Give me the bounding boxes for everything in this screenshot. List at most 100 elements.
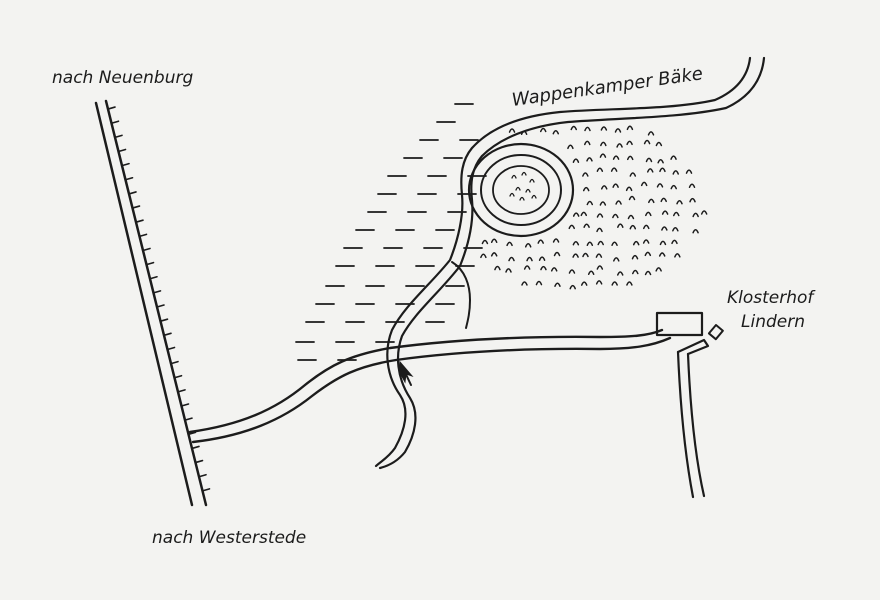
tree-symbol bbox=[490, 252, 498, 257]
tree-symbol bbox=[539, 127, 547, 133]
tree-symbol bbox=[670, 155, 677, 160]
tree-symbol bbox=[612, 213, 619, 219]
label-lindern: Lindern bbox=[741, 312, 805, 332]
tree-symbol bbox=[615, 200, 622, 205]
tree-u-symbols bbox=[480, 125, 708, 290]
tree-symbol bbox=[700, 210, 708, 215]
tree-symbol bbox=[506, 241, 513, 247]
railway-tick bbox=[110, 120, 120, 125]
tree-symbol bbox=[676, 199, 683, 205]
tree-symbol bbox=[554, 282, 561, 287]
tree-symbol bbox=[570, 125, 578, 131]
tree-symbol bbox=[628, 195, 636, 201]
tree-symbol bbox=[540, 265, 547, 271]
tree-symbol bbox=[643, 139, 651, 145]
tree-symbol bbox=[658, 252, 666, 257]
tree-symbol bbox=[537, 239, 544, 244]
tree-symbol bbox=[643, 224, 650, 230]
tree-symbol bbox=[599, 201, 607, 206]
railway-tick bbox=[128, 191, 137, 195]
ringwall bbox=[467, 142, 575, 238]
tree-symbol bbox=[613, 257, 620, 262]
tree-symbol bbox=[611, 281, 618, 286]
tree-symbol bbox=[572, 240, 580, 246]
tree-symbol bbox=[626, 125, 634, 131]
tree-symbol bbox=[599, 153, 607, 158]
railway-tick bbox=[191, 445, 200, 450]
tree-symbol bbox=[525, 188, 531, 193]
tree-symbol bbox=[582, 252, 589, 258]
main-road bbox=[188, 328, 672, 444]
railway-tick bbox=[107, 106, 116, 110]
tree-symbol bbox=[515, 186, 521, 191]
tree-symbol bbox=[523, 265, 531, 270]
tree-symbol bbox=[610, 167, 618, 172]
tree-symbol bbox=[629, 224, 637, 230]
tree-symbol bbox=[580, 281, 588, 286]
tree-symbol bbox=[572, 212, 580, 217]
tree-symbol bbox=[553, 251, 561, 257]
tree-symbol bbox=[508, 256, 515, 262]
tree-symbol bbox=[569, 284, 576, 290]
tree-symbol bbox=[535, 280, 543, 286]
railway-tick bbox=[201, 488, 211, 492]
tree-symbol bbox=[689, 197, 696, 203]
railway-tick bbox=[135, 219, 144, 223]
tree-symbol bbox=[626, 140, 633, 146]
tree-symbol bbox=[614, 128, 622, 133]
railway-tick bbox=[152, 290, 162, 294]
tree-symbol bbox=[600, 185, 608, 190]
tree-symbol bbox=[505, 268, 512, 273]
tree-symbol bbox=[586, 157, 593, 162]
tree-symbol bbox=[583, 223, 590, 228]
tree-symbol bbox=[655, 267, 662, 272]
tree-symbol bbox=[538, 256, 546, 261]
tree-symbol bbox=[508, 128, 516, 133]
tree-symbol bbox=[586, 241, 594, 246]
tree-symbol bbox=[552, 238, 560, 243]
tree-symbol bbox=[511, 174, 517, 179]
tree-symbol bbox=[587, 270, 595, 275]
railway-tick bbox=[131, 205, 141, 209]
tree-symbol bbox=[647, 131, 655, 136]
label-klosterhof: Klosterhof bbox=[727, 288, 814, 308]
tree-symbol bbox=[611, 241, 618, 247]
farm-road bbox=[676, 338, 710, 499]
railway-tick bbox=[114, 134, 123, 139]
tree-symbol bbox=[659, 167, 666, 173]
tree-symbol bbox=[550, 267, 558, 272]
railway-tick bbox=[159, 318, 169, 322]
tree-symbol bbox=[674, 253, 681, 258]
tree-symbol bbox=[600, 141, 607, 147]
railway-tick bbox=[166, 346, 176, 351]
railway-tick bbox=[187, 431, 197, 436]
railway-tick bbox=[145, 261, 155, 266]
tree-symbol bbox=[509, 192, 515, 197]
tree-symbol bbox=[572, 253, 579, 258]
tree-symbol bbox=[661, 210, 669, 215]
tree-symbol bbox=[661, 226, 668, 231]
tree-symbol bbox=[688, 183, 696, 189]
arrow-icon bbox=[398, 360, 414, 386]
tree-symbol bbox=[481, 239, 489, 245]
railway-tick bbox=[156, 304, 165, 308]
tree-symbol bbox=[616, 271, 624, 276]
tree-symbol bbox=[582, 172, 589, 177]
label-nach-neuenburg: nach Neuenburg bbox=[52, 68, 194, 88]
tree-symbol bbox=[617, 223, 624, 228]
tree-symbol bbox=[673, 211, 680, 217]
tree-symbol bbox=[648, 198, 655, 204]
tree-symbol bbox=[595, 253, 603, 258]
tree-symbol bbox=[580, 211, 588, 217]
tree-symbol bbox=[646, 168, 654, 173]
tree-symbol bbox=[531, 194, 537, 199]
tree-symbol bbox=[640, 181, 648, 187]
railway-tick bbox=[198, 473, 207, 478]
tree-symbol bbox=[552, 129, 560, 135]
tree-symbol bbox=[596, 167, 604, 172]
tree-symbol bbox=[586, 200, 594, 206]
tree-symbol bbox=[494, 265, 501, 271]
tree-symbol bbox=[568, 269, 576, 274]
tree-symbol bbox=[626, 281, 633, 286]
